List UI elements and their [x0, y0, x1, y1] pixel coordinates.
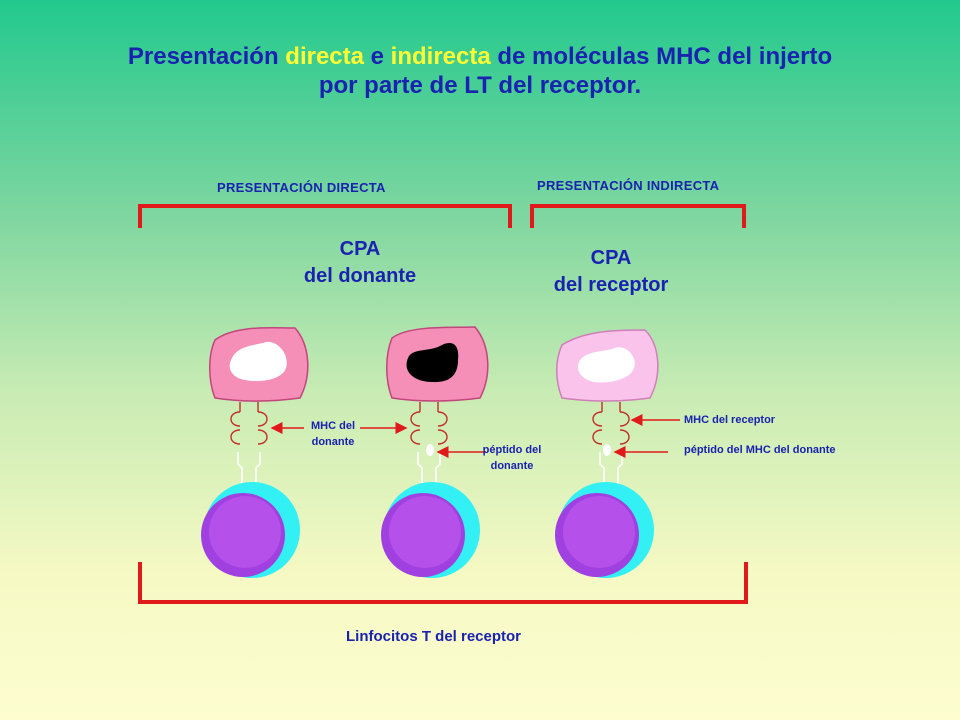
label-peptide-mhc-donor: péptido del MHC del donante — [684, 444, 836, 456]
mhc-molecule-3 — [592, 402, 630, 445]
page-title: Presentación directa e indirecta de molé… — [127, 43, 833, 99]
tcr-1 — [237, 452, 261, 490]
mhc-molecule-1 — [230, 402, 268, 445]
apc-donor-cell-2 — [386, 326, 489, 402]
label-mhc-recipient: MHC del receptor — [684, 414, 776, 426]
title-highlight-direct: directa — [285, 43, 364, 70]
mhc-molecule-2 — [410, 402, 448, 445]
section-label-direct: PRESENTACIÓN DIRECTA — [217, 180, 386, 195]
t-cell-1 — [201, 482, 300, 578]
t-cell-2 — [381, 482, 480, 578]
apc-recipient-cell — [556, 329, 659, 402]
label-t-cells: Linfocitos T del receptor — [346, 628, 522, 645]
peptide-donor — [426, 444, 434, 456]
title-highlight-indirect: indirecta — [390, 43, 491, 70]
peptide-mhc-donor — [603, 444, 611, 456]
apc-donor-cell — [209, 327, 309, 402]
bracket-indirect — [530, 204, 746, 228]
bracket-t-cells — [138, 562, 748, 604]
t-cell-3 — [555, 482, 654, 578]
title-line2: por parte de LT del receptor. — [318, 72, 642, 99]
tcr-3 — [599, 452, 623, 490]
tcr-2 — [417, 452, 441, 490]
section-label-indirect: PRESENTACIÓN INDIRECTA — [537, 178, 720, 193]
bracket-direct — [138, 204, 512, 228]
